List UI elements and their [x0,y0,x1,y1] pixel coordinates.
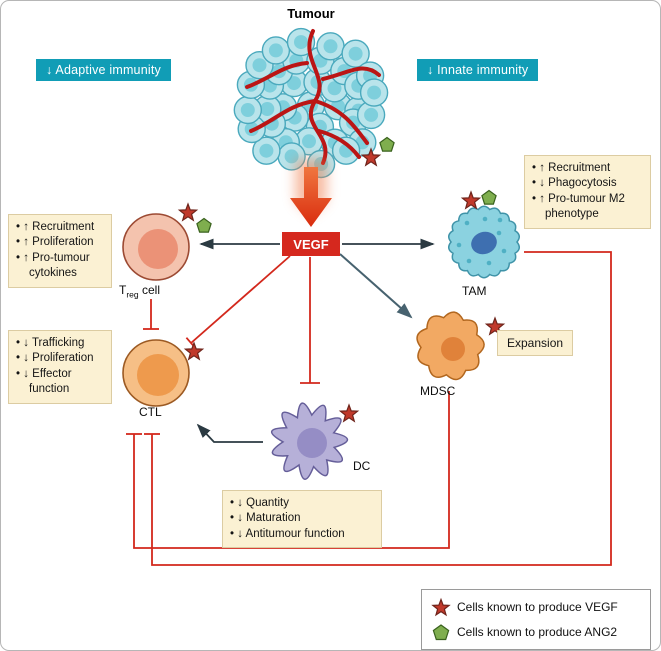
vegf-star-tam [460,190,482,210]
vegf-node: VEGF [282,232,340,256]
mdsc-cell [416,311,485,381]
inhibit-tam-ctl [144,251,612,566]
ctl-effects-box: • ↓ Trafficking • ↓ Proliferation • ↓ Effe… [8,330,112,404]
tumour-cell [260,102,275,116]
ctl-cell [122,339,190,407]
effect-line: • ↓ Proliferation [16,352,94,365]
tumour-cell [268,43,283,58]
legend-row-vegf: Cells known to produce VEGF [431,597,641,617]
inhibit-vegf-dc [300,257,320,384]
ang2-pentagon-treg [196,217,212,233]
tam-effects-box: • ↑ Recruitment • ↓ Phagocytosis • ↑ Pro-t… [524,155,651,229]
treg-label-sub: reg [126,289,139,300]
tumour-cell [259,143,274,158]
vegf-star-ctl [183,341,205,361]
legend: Cells known to produce VEGF Cells known … [421,589,651,650]
effect-line: • ↓ Quantity [230,497,289,509]
tumour-cell [240,103,255,117]
effect-line: • ↓ Trafficking [16,337,85,349]
ang2-pentagon-tam [481,189,497,205]
ang2-pentagon-tumour [379,136,395,152]
effect-line: • ↑ Pro-tumour cytokines [16,251,90,280]
tumour-cell [367,85,382,100]
effect-line: • ↓ Effector function [16,367,72,396]
effect-line: • ↓ Antitumour function [230,527,345,540]
effect-line: • ↑ Recruitment [16,221,95,233]
dc-cell-label: DC [353,459,371,473]
tam-cell [448,205,520,279]
dc-cell [270,402,349,480]
treg-label-main: T [119,283,127,297]
mdsc-expansion-box: Expansion [497,330,574,357]
tumour-title: Tumour [287,6,335,21]
effect-line: • ↑ Recruitment [532,162,611,174]
arrow-dc-ctl [196,423,263,443]
effect-line: • ↓ Phagocytosis [532,177,617,190]
ang2-producer-pentagon-icon [432,624,450,641]
legend-row-ang2: Cells known to produce ANG2 [431,622,641,642]
tumour-cell [294,35,308,50]
tumour-cell [252,58,267,73]
tumour-cell [287,76,301,91]
treg-label-rest: cell [141,283,160,297]
mdsc-cell-label: MDSC [420,384,456,398]
tumour-cell [323,39,338,54]
effect-line: • ↑ Proliferation [16,236,94,249]
ctl-cell-label: CTL [139,405,162,419]
tam-cell-label: TAM [462,284,487,298]
effect-line: • ↓ Maturation [230,512,301,525]
tam-speckles [456,216,507,266]
adaptive-immunity-banner: ↓ Adaptive immunity [36,59,171,81]
vegf-star-mdsc [484,316,506,336]
tumour-cell [327,81,342,96]
tumour-vessels [245,29,381,165]
treg-cell-label: Treg cell [119,283,160,299]
vegf-star-dc [338,403,360,423]
producer-markers [177,136,506,423]
innate-immunity-banner: ↓ Innate immunity [417,59,539,81]
tumour-cell [364,107,379,122]
dc-effects-box: • ↓ Quantity • ↓ Maturation • ↓ Antitumour… [222,490,382,549]
vegf-star-tumour [360,147,382,167]
effect-line: • ↑ Pro-tumour M2 phenotype [532,192,625,221]
legend-ang2-text: Cells known to produce ANG2 [457,625,618,639]
tumour-vegf-arrow [290,167,332,227]
tumour-cell [348,46,363,61]
inhibit-treg-ctl [143,299,159,330]
legend-vegf-text: Cells known to produce VEGF [457,600,618,614]
treg-cell [122,213,190,281]
vegf-star-treg [177,202,199,222]
vegf-producer-star-icon [431,597,451,617]
tumour-cell [302,134,316,149]
arrow-vegf-mdsc [339,253,413,319]
treg-effects-box: • ↑ Recruitment • ↑ Proliferation • ↑ Pro-… [8,214,112,288]
inhibit-vegf-ctl [185,255,291,349]
